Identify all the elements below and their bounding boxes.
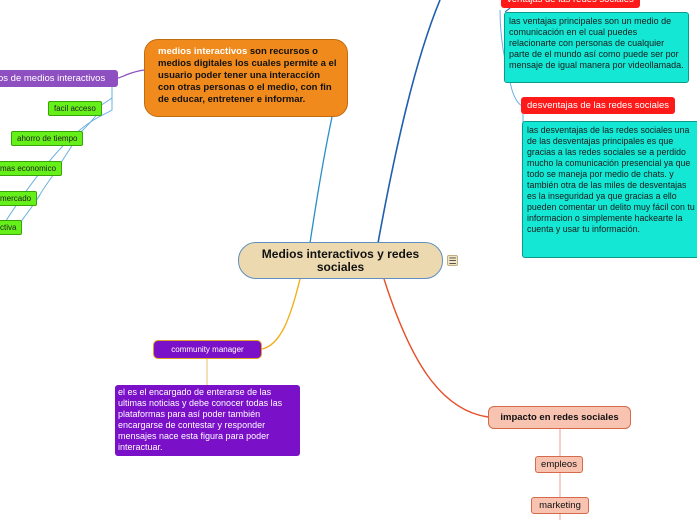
definition-highlight: medios interactivos [158,46,248,57]
advantage-item[interactable]: mercado [0,191,38,206]
ventajas-redes-text[interactable]: las ventajas principales son un medio de… [504,12,689,83]
link-ventajas [377,0,441,244]
link-advantages [117,69,145,79]
community-manager-node[interactable]: community manager [153,340,262,359]
impacto-item-marketing[interactable]: marketing [531,497,589,514]
definition-node[interactable]: medios interactivos son recursos o medio… [144,39,348,117]
advantage-item[interactable]: facil acceso [48,101,102,116]
advantages-medios-label[interactable]: os de medios interactivos [0,70,118,87]
advantage-item[interactable]: ctiva [0,220,23,235]
impacto-item-empleos[interactable]: empleos [535,456,583,473]
menu-icon[interactable]: ☰ [447,255,458,266]
link-impacto [383,278,489,418]
community-manager-text[interactable]: el es el encargado de enterarse de las u… [115,385,300,456]
definition-text: son recursos o medios digitales los cual… [158,46,337,105]
desventajas-redes-label[interactable]: desventajas de las redes sociales [521,97,676,114]
advantage-item[interactable]: ahorro de tiempo [11,131,84,146]
ventajas-redes-label[interactable]: ventajas de las redes sociales [501,0,640,8]
central-topic-label: Medios interactivos y redes sociales [261,246,420,274]
central-topic[interactable]: Medios interactivos y redes sociales [238,242,443,279]
link-definition [309,116,333,244]
desventajas-redes-text[interactable]: las desventajas de las redes sociales un… [522,121,697,258]
advantage-item[interactable]: mas economico [0,161,63,176]
link-community [261,278,301,350]
impacto-node[interactable]: impacto en redes sociales [488,406,631,429]
